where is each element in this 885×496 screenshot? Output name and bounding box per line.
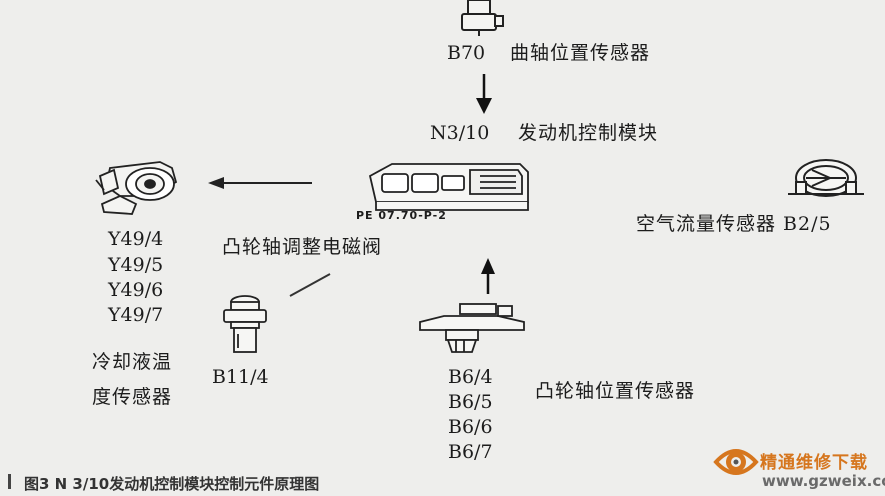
solenoid-code-2: Y49/5	[108, 254, 164, 276]
coolant-code: B11/4	[212, 366, 269, 388]
coolant-name-line2: 度传感器	[92, 386, 173, 408]
cam-sensor-code-4: B6/7	[448, 441, 493, 463]
solenoid-code-4: Y49/7	[108, 304, 164, 326]
arrow-ecu-to-solenoid	[208, 177, 312, 189]
solenoid-code-3: Y49/6	[108, 279, 164, 301]
caption-marker	[8, 474, 11, 489]
crank-sensor-code: B70	[447, 42, 486, 64]
cam-sensor-code-2: B6/5	[448, 391, 493, 413]
cam-sensor-name: 凸轮轴位置传感器	[535, 380, 696, 402]
ecu-code: N3/10	[430, 122, 490, 144]
ecu-module-icon	[368, 163, 529, 211]
watermark-name: 精通维修下载	[760, 453, 868, 473]
coolant-name-line1: 冷却液温	[92, 351, 173, 373]
solenoid-name: 凸轮轴调整电磁阀	[222, 236, 383, 258]
camshaft-sensor-icon	[419, 303, 525, 353]
air-flow-label: 空气流量传感器 B2/5	[636, 213, 832, 235]
solenoid-code-1: Y49/4	[108, 228, 164, 250]
cam-sensor-code-3: B6/6	[448, 416, 493, 438]
solenoid-valve-icon	[95, 161, 178, 215]
arrow-camsensor-to-ecu	[481, 258, 495, 294]
figure-caption: 图3 N 3/10发动机控制模块控制元件原理图	[0, 472, 885, 496]
cam-sensor-code-1: B6/4	[448, 366, 493, 388]
watermark-logo-icon	[713, 449, 759, 475]
caption-text: 图3 N 3/10发动机控制模块控制元件原理图	[24, 475, 320, 493]
crankshaft-sensor-icon	[461, 0, 504, 36]
air-flow-sensor-icon	[788, 159, 864, 197]
arrow-crank-to-ecu	[476, 74, 492, 114]
crank-sensor-name: 曲轴位置传感器	[510, 42, 651, 64]
watermark-url: www.gzweix.com	[762, 472, 885, 490]
coolant-sensor-icon	[223, 295, 267, 353]
ecu-name: 发动机控制模块	[518, 122, 659, 144]
coolant-leader-line	[289, 273, 331, 297]
ecu-plate-label: PE 07.70-P-2	[356, 209, 447, 222]
